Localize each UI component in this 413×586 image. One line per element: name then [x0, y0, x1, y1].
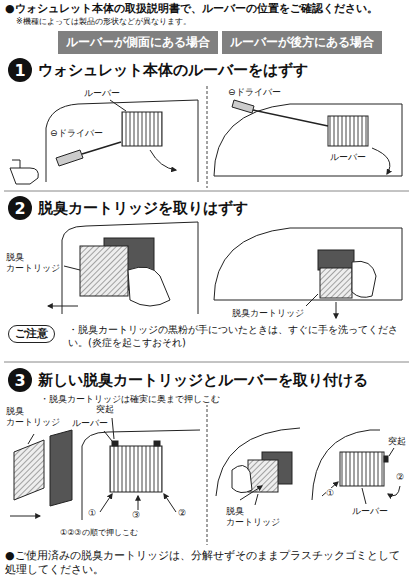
caution-box: ご注意 — [8, 325, 55, 343]
step2-drawing — [128, 267, 170, 306]
order-number: ② — [396, 472, 404, 483]
step-heading: 脱臭カートリッジを取りはずす — [38, 199, 248, 218]
part-label: 脱臭カートリッジ — [232, 308, 304, 319]
divider-line — [4, 362, 409, 363]
step2-drawing — [214, 228, 402, 300]
step3-drawing — [248, 460, 278, 492]
step2-drawing — [320, 268, 352, 298]
step-badge: 1 ウォシュレット本体のルーバーをはずす — [8, 58, 308, 82]
step2-drawing — [352, 261, 376, 297]
step-heading: ウォシュレット本体のルーバーをはずす — [38, 61, 308, 80]
step3-drawing — [28, 434, 34, 444]
caution-text: ・脱臭カートリッジの黒粉が手についたときは、すぐに手を洗ってください。(炎症を起… — [68, 324, 406, 349]
divider-line — [4, 191, 409, 192]
step3-drawing — [384, 456, 388, 462]
caution-title: ご注意 — [15, 327, 48, 339]
part-label: ルーバー — [330, 152, 366, 163]
step1-drawing — [253, 110, 328, 126]
part-label: 脱臭 カートリッジ — [226, 506, 280, 529]
step3-drawing — [232, 465, 252, 492]
step1-drawing — [10, 100, 402, 184]
step3-drawing — [10, 418, 400, 520]
part-label: 突起 — [388, 436, 406, 447]
header-text: ルーバーが側面にある場合 — [66, 35, 210, 49]
order-number: ② — [178, 508, 186, 519]
step1-drawing — [214, 104, 402, 176]
part-label: 突起 — [96, 404, 114, 415]
step-badge: 3 新しい脱臭カートリッジとルーバーを取り付ける — [8, 368, 368, 392]
header-text: ルーバーが後方にある場合 — [230, 35, 374, 49]
step3-drawing — [110, 446, 162, 492]
step1-drawing — [82, 142, 121, 154]
instruction-text: ①②③の順で押しこむ — [60, 528, 138, 538]
step3-drawing — [50, 430, 72, 506]
divider-line — [207, 86, 208, 188]
step2-drawing — [48, 222, 402, 318]
divider-line — [207, 404, 208, 545]
step2-drawing — [62, 222, 198, 314]
step3-drawing — [389, 448, 394, 456]
step3-drawing — [112, 418, 114, 439]
part-label: 脱臭 カートリッジ — [6, 406, 60, 429]
step-badge: 2 脱臭カートリッジを取りはずす — [8, 196, 248, 220]
disposal-note: ●ご使用済みの脱臭カートリッジは、分解せずそのままプラスチックゴミとして処理して… — [5, 549, 408, 577]
step3-drawing — [240, 486, 262, 500]
step2-drawing — [80, 246, 128, 296]
step1-drawing — [232, 100, 254, 113]
step1-drawing — [56, 150, 83, 166]
step3-drawing — [154, 441, 160, 446]
step3-drawing — [216, 428, 300, 496]
step3-drawing — [362, 488, 366, 504]
order-number: ① — [326, 488, 334, 499]
tool-label: ⊖ドライバー — [50, 128, 103, 139]
step3-drawing — [255, 494, 258, 505]
step1-drawing — [150, 150, 176, 170]
step-heading: 新しい脱臭カートリッジとルーバーを取り付ける — [38, 371, 368, 390]
step1-drawing — [328, 116, 368, 146]
step2-drawing — [306, 294, 318, 306]
case-header: ルーバーが後方にある場合 — [222, 31, 382, 54]
step3-drawing — [10, 516, 40, 517]
part-label: ルーバー — [352, 506, 388, 517]
tool-label: ⊖ドライバー — [228, 87, 281, 98]
step-number: 3 — [8, 368, 32, 392]
order-number: ① — [88, 508, 96, 519]
step2-drawing — [336, 302, 337, 318]
step1-drawing — [122, 112, 162, 146]
step1-drawing — [12, 160, 20, 168]
step1-drawing — [110, 100, 126, 111]
case-header: ルーバーが側面にある場合 — [58, 31, 218, 54]
order-number: ③ — [132, 510, 140, 521]
step3-drawing — [164, 494, 176, 512]
step2-drawing — [64, 266, 80, 270]
step3-drawing — [100, 494, 112, 512]
divider-line — [4, 86, 409, 545]
part-label: ルーバー — [84, 88, 120, 99]
step3-drawing — [14, 440, 44, 500]
step-number: 2 — [8, 196, 32, 220]
step3-drawing — [340, 452, 384, 486]
instruction-text: ・脱臭カートリッジは確実に奥まで押しこむ — [40, 394, 220, 405]
instruction-note: ●ウォシュレット本体の取扱説明書で、ルーバーの位置をご確認ください。 — [5, 2, 378, 16]
step1-drawing — [46, 100, 198, 182]
step2-drawing — [318, 250, 354, 270]
step3-drawing — [388, 486, 400, 496]
step1-drawing — [372, 148, 390, 174]
step-number: 1 — [8, 58, 32, 82]
step1-drawing — [10, 168, 38, 184]
step3-drawing — [104, 431, 116, 446]
part-label: 脱臭 カートリッジ — [6, 252, 60, 275]
step2-drawing — [48, 306, 78, 307]
part-label: ルーバー — [72, 418, 108, 429]
step3-drawing — [82, 430, 200, 520]
remark: ※機種によっては製品の形状などが異なります。 — [16, 17, 191, 27]
